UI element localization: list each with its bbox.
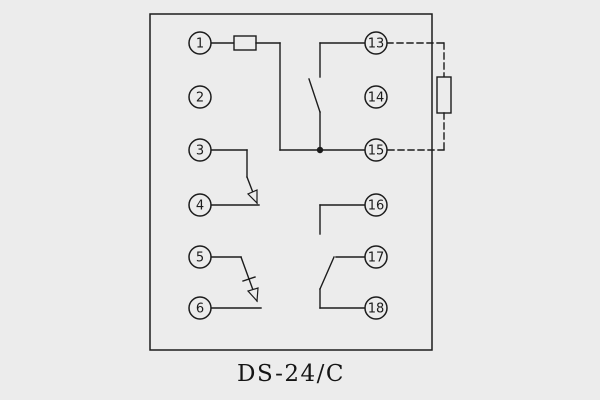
relay-outline bbox=[149, 13, 433, 351]
diagram-title: DS-24/C bbox=[237, 361, 345, 387]
terminal-label: 5 bbox=[196, 251, 204, 266]
terminal-13: 13 bbox=[364, 31, 388, 55]
terminal-label: 16 bbox=[368, 199, 385, 214]
terminal-label: 6 bbox=[196, 302, 204, 317]
terminal-circle bbox=[188, 85, 212, 109]
terminal-circle bbox=[364, 85, 388, 109]
contact-tick bbox=[242, 276, 256, 282]
terminal-circle bbox=[188, 296, 212, 320]
terminal-18: 18 bbox=[364, 296, 388, 320]
terminal-14: 14 bbox=[364, 85, 388, 109]
terminal-circle bbox=[364, 31, 388, 55]
terminal-label: 4 bbox=[196, 199, 204, 214]
contact-blade bbox=[319, 256, 335, 290]
terminal-circle bbox=[364, 296, 388, 320]
external-resistor-symbol bbox=[436, 76, 452, 114]
terminal-1: 1 bbox=[188, 31, 212, 55]
terminal-circle bbox=[188, 245, 212, 269]
terminal-circle bbox=[188, 138, 212, 162]
contact-arrowhead-icon bbox=[246, 189, 258, 205]
terminal-circle bbox=[364, 245, 388, 269]
coil-symbol bbox=[233, 35, 257, 51]
terminal-2: 2 bbox=[188, 85, 212, 109]
terminal-label: 15 bbox=[368, 144, 385, 159]
terminal-label: 1 bbox=[196, 37, 204, 52]
terminal-circle bbox=[364, 138, 388, 162]
terminal-circle bbox=[188, 31, 212, 55]
terminal-label: 17 bbox=[368, 251, 385, 266]
contact-arrowhead-icon bbox=[246, 287, 259, 303]
terminal-17: 17 bbox=[364, 245, 388, 269]
terminal-4: 4 bbox=[188, 193, 212, 217]
terminal-label: 3 bbox=[196, 144, 204, 159]
terminal-label: 13 bbox=[368, 37, 385, 52]
terminal-label: 18 bbox=[368, 302, 385, 317]
terminal-6: 6 bbox=[188, 296, 212, 320]
contact-blade bbox=[308, 78, 321, 113]
terminal-circle bbox=[364, 193, 388, 217]
terminal-3: 3 bbox=[188, 138, 212, 162]
terminal-15: 15 bbox=[364, 138, 388, 162]
terminal-label: 14 bbox=[368, 91, 385, 106]
terminal-16: 16 bbox=[364, 193, 388, 217]
terminal-circle bbox=[188, 193, 212, 217]
terminal-label: 2 bbox=[196, 91, 204, 106]
terminal-5: 5 bbox=[188, 245, 212, 269]
